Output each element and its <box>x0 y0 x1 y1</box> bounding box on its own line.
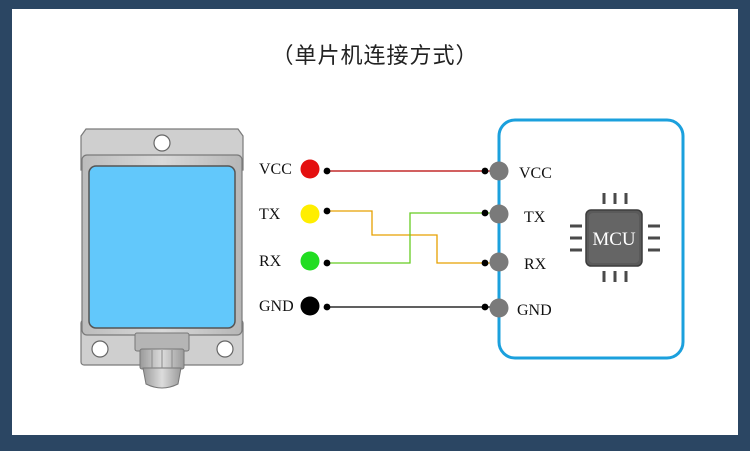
sensor-screen <box>88 165 236 329</box>
cable-gland <box>134 332 190 389</box>
mcu-pin-label-rx: RX <box>524 256 547 273</box>
sensor-pin-label-rx: RX <box>259 253 282 270</box>
wire-end-dot <box>481 303 489 311</box>
sensor-mount-hole-left <box>91 340 109 358</box>
wire-end-dot <box>323 207 331 215</box>
wire-tx-to-rx <box>327 210 491 264</box>
sensor-terminal-vcc <box>300 159 320 179</box>
diagram-title: （单片机连接方式） <box>271 44 479 69</box>
wire-end-dot <box>323 259 331 267</box>
mcu-terminal-rx <box>489 252 509 272</box>
wire-end-dot <box>481 167 489 175</box>
sensor-terminal-gnd <box>300 296 320 316</box>
mcu-terminal-gnd <box>489 298 509 318</box>
wire-end-dot <box>323 167 331 175</box>
sensor-pin-label-gnd: GND <box>259 298 294 315</box>
mcu-chip-icon: MCU <box>570 193 660 282</box>
sensor-pin-label-vcc: VCC <box>259 161 292 178</box>
mcu-pin-label-tx: TX <box>524 209 546 226</box>
sensor-terminal-rx <box>300 251 320 271</box>
wire-end-dot <box>323 303 331 311</box>
mcu-pin-label-vcc: VCC <box>519 165 552 182</box>
mcu-terminal-tx <box>489 204 509 224</box>
mcu-label: MCU <box>592 229 636 250</box>
wire-end-dot <box>481 259 489 267</box>
wire-rx-to-tx <box>327 212 491 264</box>
mcu-terminal-vcc <box>489 161 509 181</box>
sensor-module <box>80 128 244 389</box>
sensor-mount-hole-right <box>216 340 234 358</box>
wire-end-dot <box>481 209 489 217</box>
sensor-terminal-tx <box>300 204 320 224</box>
mcu-pin-label-gnd: GND <box>517 302 552 319</box>
sensor-pin-label-tx: TX <box>259 206 281 223</box>
sensor-mount-hole-top <box>153 134 171 152</box>
